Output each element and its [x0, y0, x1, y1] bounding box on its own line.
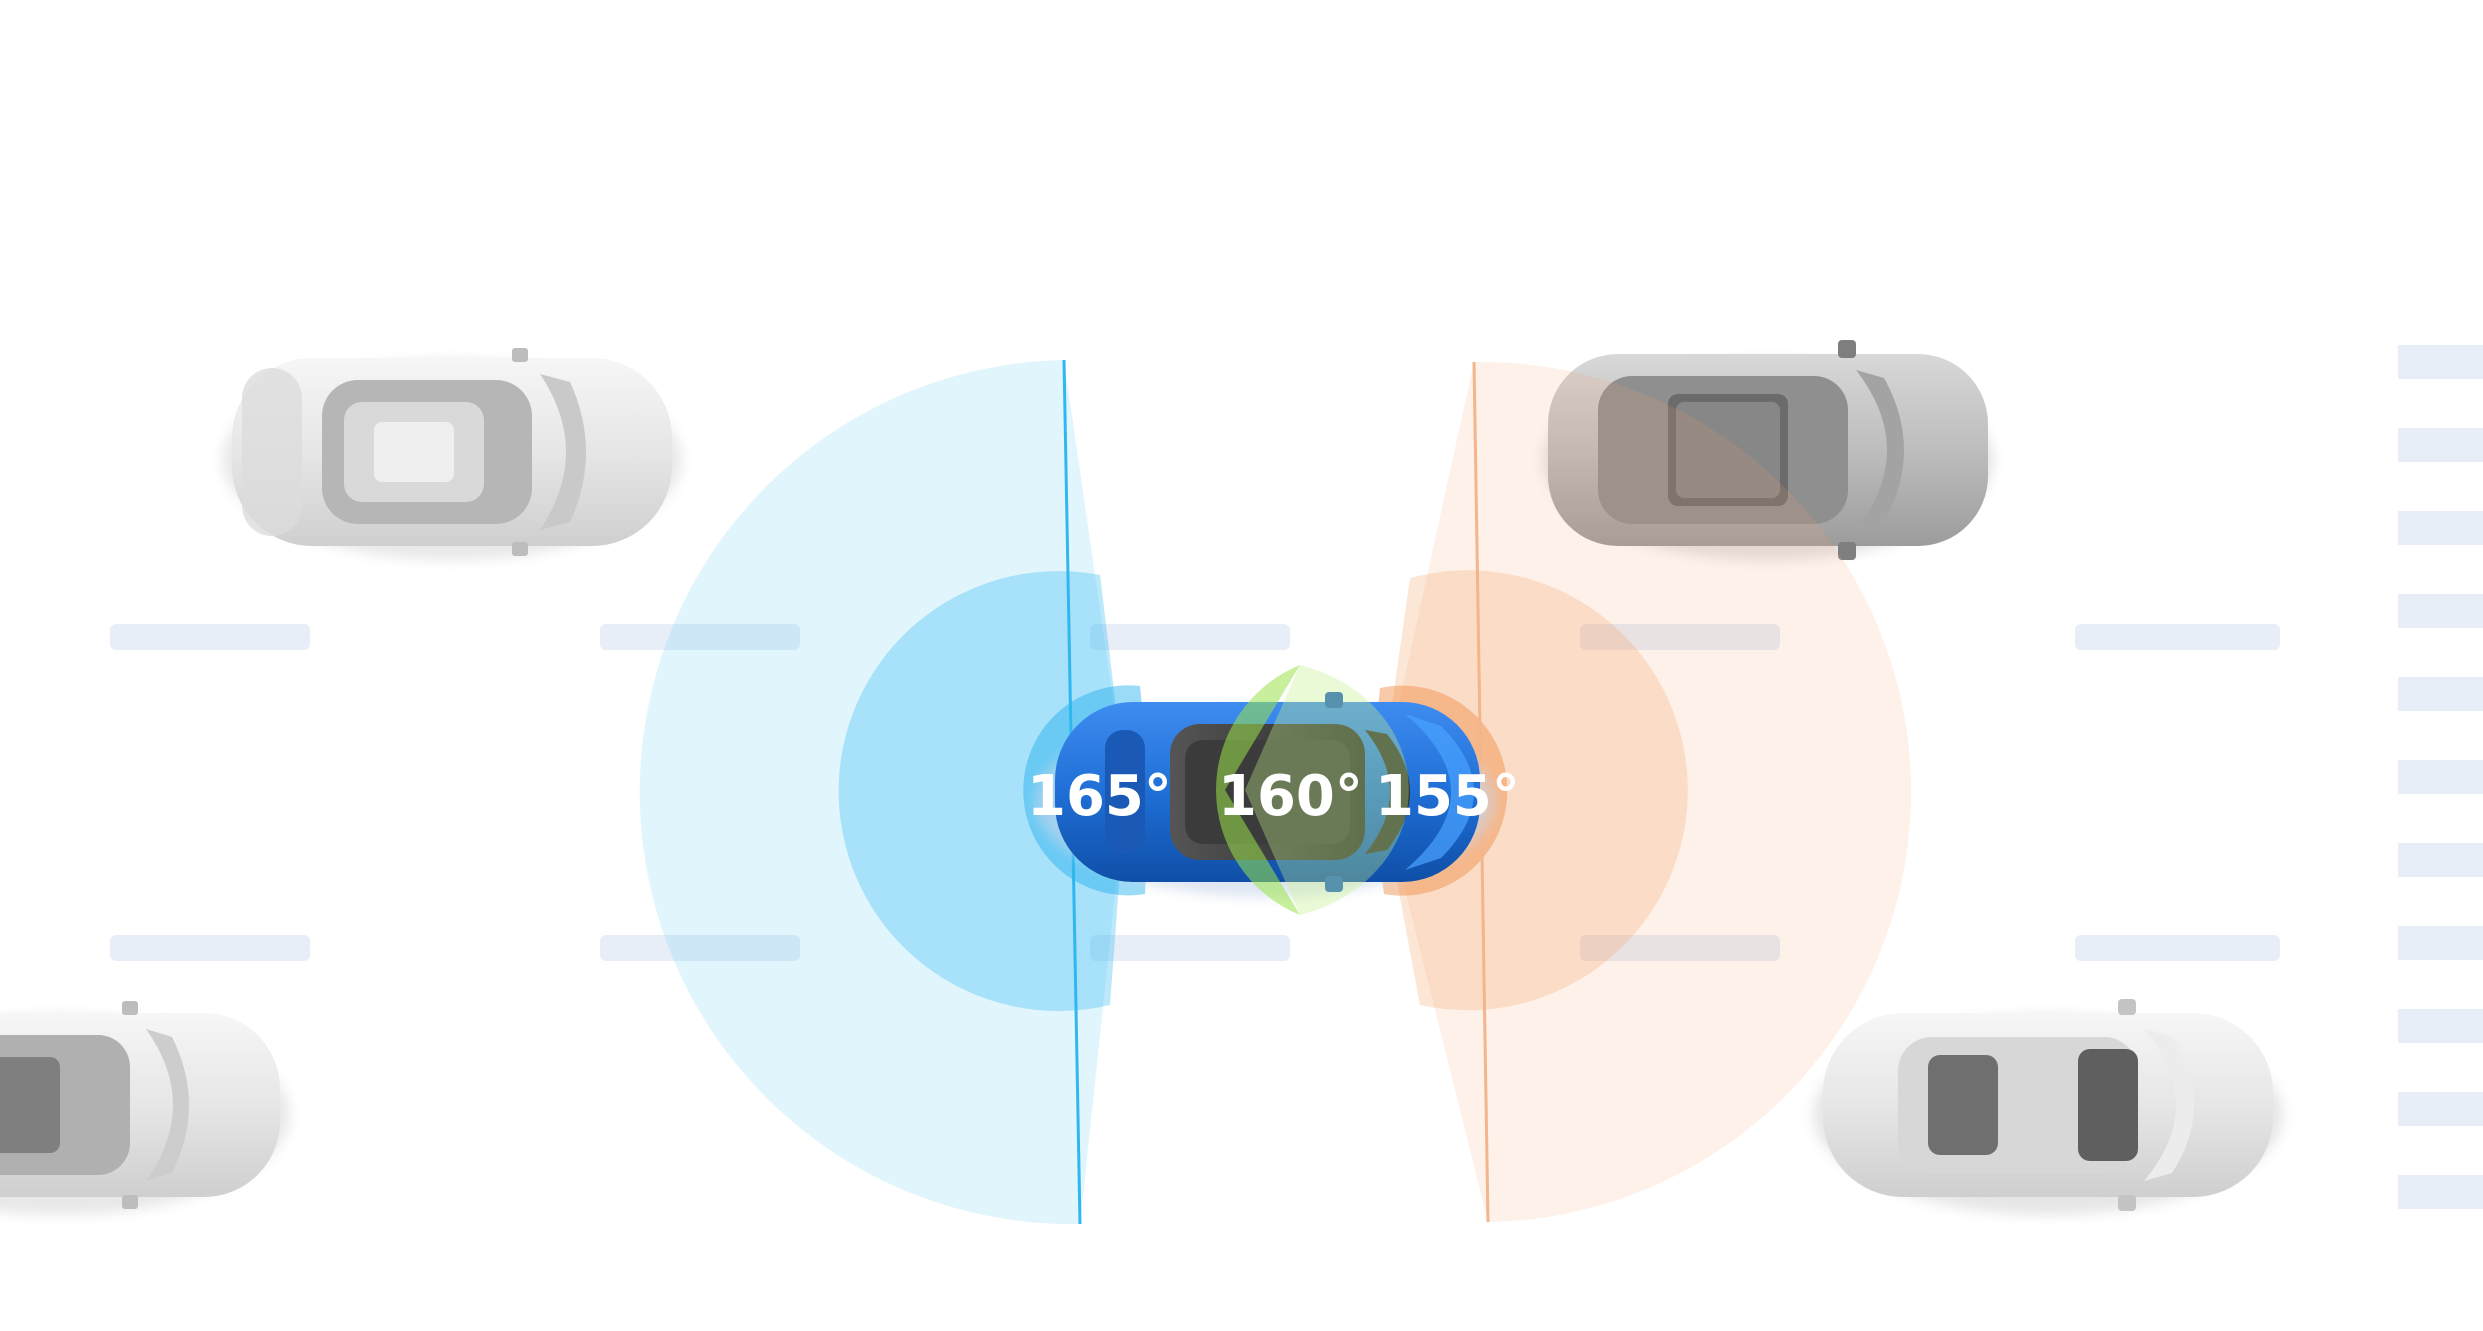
car-lower-right	[1813, 999, 2283, 1215]
car-upper-right	[1543, 340, 1993, 560]
lane-markings	[110, 345, 2483, 1209]
front-zone-inner	[1380, 570, 1688, 1011]
surrounding-cars	[0, 340, 2283, 1215]
rear-zone-outer	[639, 360, 1126, 1225]
interior-zone	[1215, 665, 1300, 915]
car-upper-left	[222, 348, 682, 560]
car-lower-left	[0, 1001, 290, 1215]
rear-zone-inner	[838, 571, 1126, 1012]
lane-line-lower	[110, 935, 2280, 961]
front-zone-outer	[1380, 361, 1912, 1223]
interior-zone-outer	[1245, 665, 1409, 915]
rear-angle-label: 165°	[1027, 764, 1172, 829]
crosswalk-stripes	[2398, 345, 2483, 1209]
interior-angle-label: 160°	[1218, 764, 1363, 829]
front-angle-label: 155°	[1375, 764, 1520, 829]
lane-line-upper	[110, 624, 2280, 650]
